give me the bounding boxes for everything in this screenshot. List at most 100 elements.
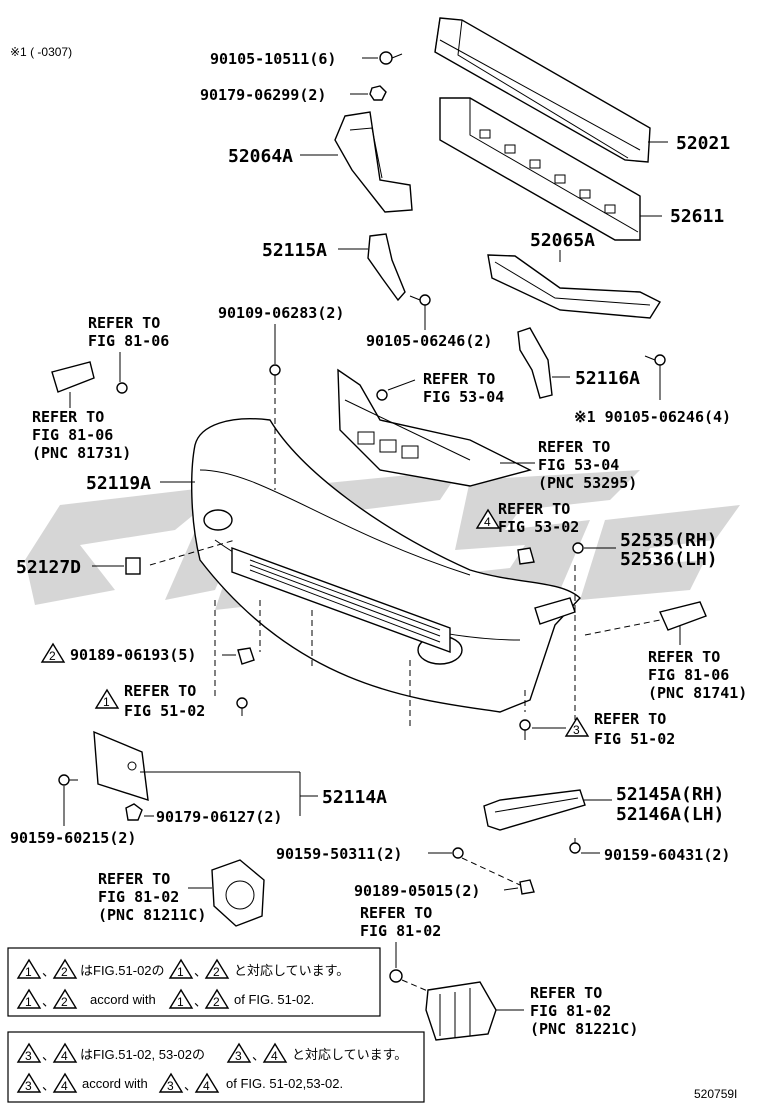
svg-text:、: 、 (42, 1048, 55, 1063)
ref9-line2: FIG 81-02 (98, 888, 179, 906)
svg-text:、: 、 (184, 1078, 197, 1093)
callout-52116A: 52116A (575, 368, 640, 389)
note2-en: accord with (82, 1076, 148, 1091)
screw-90109-06283[interactable] (269, 364, 281, 385)
svg-text:1: 1 (177, 995, 184, 1009)
svg-text:3: 3 (235, 1049, 242, 1063)
side-marker-lamp-left[interactable] (51, 361, 128, 394)
callout-52119A: 52119A (86, 473, 151, 494)
fog-lamp-right[interactable] (211, 859, 265, 927)
svg-text:1: 1 (103, 695, 110, 709)
svg-text:、: 、 (42, 994, 55, 1009)
triangle-4-icon: 4 (475, 508, 501, 529)
callout-52021: 52021 (676, 133, 730, 154)
svg-text:2: 2 (49, 649, 56, 663)
callout-52115A: 52115A (262, 240, 327, 261)
callout-90109-06283: 90109-06283(2) (218, 304, 344, 322)
header-note: ※1 ( -0307) (10, 45, 72, 59)
callout-90179-06299: 90179-06299(2) (200, 86, 326, 104)
clip-90189-05015[interactable] (519, 879, 535, 895)
radiator-grille[interactable] (337, 368, 532, 487)
svg-text:2: 2 (213, 965, 220, 979)
callout-90159-50311: 90159-50311(2) (276, 845, 402, 863)
ref1-line1: REFER TO (88, 314, 160, 332)
ref7-line1: REFER TO (124, 682, 196, 700)
screw-90159-60215[interactable] (58, 774, 78, 786)
note1-jp2: と対応しています。 (234, 963, 349, 978)
note-box-1: 1 、 2 はFIG.51-02の 1 、 2 と対応しています。 1 、 2 … (7, 947, 381, 1017)
svg-text:、: 、 (252, 1048, 265, 1063)
part-52611-absorber[interactable] (439, 97, 641, 241)
part-52145A-retainer[interactable] (483, 789, 586, 831)
ref4-line3: (PNC 53295) (538, 474, 637, 492)
callout-90189-05015: 90189-05015(2) (354, 882, 480, 900)
nut-90179-06299[interactable] (369, 85, 387, 101)
ref4-line1: REFER TO (538, 438, 610, 456)
svg-text:、: 、 (42, 1078, 55, 1093)
nut-90179-06127[interactable] (125, 803, 143, 821)
callout-90105-10511: 90105-10511(6) (210, 50, 336, 68)
ref10-line1: REFER TO (360, 904, 432, 922)
side-marker-lamp-right[interactable] (659, 601, 707, 631)
part-52127D-cover[interactable] (125, 557, 141, 575)
part-52116A-bracket[interactable] (517, 327, 553, 399)
ref2-line1: REFER TO (32, 408, 104, 426)
svg-text:、: 、 (194, 964, 207, 979)
ref11-line1: REFER TO (530, 984, 602, 1002)
callout-52145A: 52145A(RH) (616, 784, 724, 805)
callout-90105-06246: 90105-06246(2) (366, 332, 492, 350)
svg-text:2: 2 (213, 995, 220, 1009)
ref3-line2: FIG 53-04 (423, 388, 504, 406)
clip-grille[interactable] (376, 389, 388, 401)
ref10-line2: FIG 81-02 (360, 922, 441, 940)
svg-text:4: 4 (484, 515, 491, 529)
bolt-90105-06246[interactable] (409, 294, 431, 306)
note-box-2: 3 、 4 はFIG.51-02, 53-02の 3 、 4 と対応しています。… (7, 1031, 425, 1103)
clip-90189-06193[interactable] (237, 647, 255, 665)
ref1-line2: FIG 81-06 (88, 332, 169, 350)
screw-51-02-left[interactable] (236, 697, 248, 716)
svg-text:3: 3 (25, 1049, 32, 1063)
screw-90159-50311[interactable] (452, 847, 464, 859)
part-52115A-bracket[interactable] (367, 233, 406, 302)
callout-90189-06193: 90189-06193(5) (70, 646, 196, 664)
callout-90159-60215: 90159-60215(2) (10, 829, 136, 847)
part-52064A-retainer[interactable] (334, 111, 413, 213)
bolt-90105-06246-x4[interactable] (644, 354, 666, 366)
svg-text:1: 1 (25, 995, 32, 1009)
part-52065A-retainer[interactable] (487, 254, 662, 319)
part-52535-clip[interactable] (572, 542, 584, 554)
note2-jp: はFIG.51-02, 53-02の (80, 1047, 205, 1062)
part-52119A-bumper-cover[interactable] (191, 418, 581, 713)
svg-text:1: 1 (25, 965, 32, 979)
ref5-line1: REFER TO (498, 500, 570, 518)
svg-text:4: 4 (271, 1049, 278, 1063)
callout-90159-60431: 90159-60431(2) (604, 846, 730, 864)
ref2-line2: FIG 81-06 (32, 426, 113, 444)
ref3-line1: REFER TO (423, 370, 495, 388)
svg-text:2: 2 (61, 965, 68, 979)
triangle-2-icon: 2 (40, 642, 66, 663)
callout-52536: 52536(LH) (620, 549, 718, 570)
clip-53-02[interactable] (517, 547, 535, 565)
ref9-line3: (PNC 81211C) (98, 906, 206, 924)
ref5-line2: FIG 53-02 (498, 518, 579, 536)
fog-lamp-left[interactable] (425, 981, 497, 1041)
ref11-line2: FIG 81-02 (530, 1002, 611, 1020)
bolt-90105-10511[interactable] (379, 51, 403, 65)
callout-52535: 52535(RH) (620, 530, 718, 551)
callout-52146A: 52146A(LH) (616, 804, 724, 825)
ref6-line1: REFER TO (648, 648, 720, 666)
screw-90159-60431[interactable] (569, 838, 581, 854)
note2-jp2: と対応しています。 (292, 1047, 407, 1062)
note1-en2: of FIG. 51-02. (234, 992, 314, 1007)
triangle-1-icon: 1 (94, 688, 120, 709)
part-52021-reinforcement[interactable] (434, 17, 651, 163)
screw-fog-lamp[interactable] (389, 969, 403, 983)
screw-51-02-right[interactable] (519, 719, 531, 740)
callout-90105-06246-x4: ※1 90105-06246(4) (574, 408, 731, 426)
ref9-line1: REFER TO (98, 870, 170, 888)
side-lamp-housing-right (534, 597, 576, 625)
callout-52611: 52611 (670, 206, 724, 227)
part-52114A-license-bracket[interactable] (93, 730, 149, 802)
